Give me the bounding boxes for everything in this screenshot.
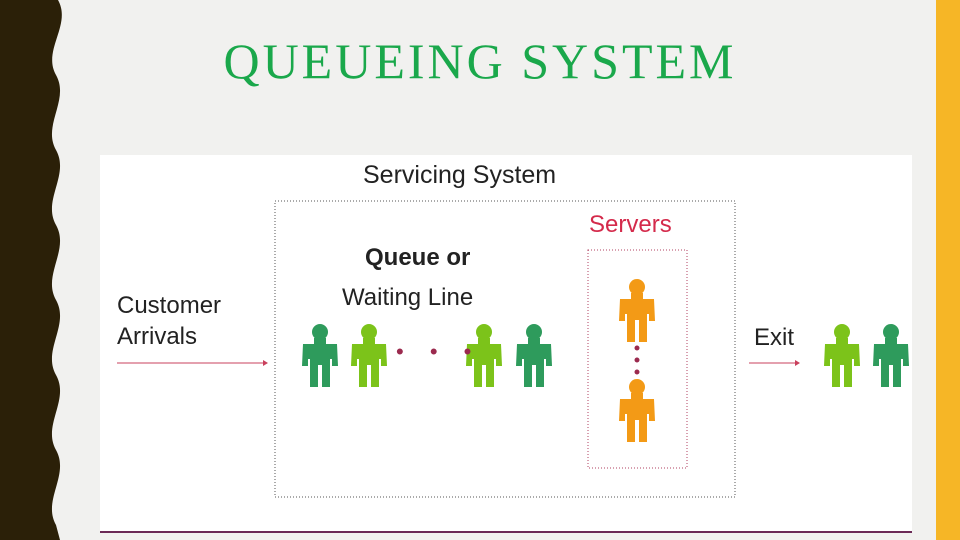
servers-box (587, 249, 688, 469)
servers-label: Servers (589, 211, 672, 238)
panel-bottom-line (100, 531, 912, 533)
server-ellipsis (634, 345, 640, 375)
queue-ellipsis: • • • (396, 339, 482, 364)
arrival-arrow (117, 360, 268, 366)
server-icon (619, 379, 655, 442)
queue-customer-icon (302, 324, 338, 387)
servicing-system-box (274, 200, 736, 498)
slide-title: QUEUEING SYSTEM (223, 33, 737, 89)
waiting-line-label: Waiting Line (342, 284, 474, 311)
exit-arrow (749, 360, 800, 366)
queue-customer-icon (516, 324, 552, 387)
queue-label: Queue or (365, 244, 471, 271)
server-icon (619, 279, 655, 342)
exited-customer-icon (873, 324, 909, 387)
customer-arrivals-label: Customer Arrivals (117, 292, 222, 350)
diagram-panel (100, 155, 912, 533)
wavy-left-border (0, 0, 62, 540)
exit-label: Exit (754, 324, 795, 351)
exited-customer-icon (824, 324, 860, 387)
queue-customer-icon (351, 324, 387, 387)
servicing-system-label: Servicing System (363, 161, 557, 189)
right-accent-bar (936, 0, 960, 540)
